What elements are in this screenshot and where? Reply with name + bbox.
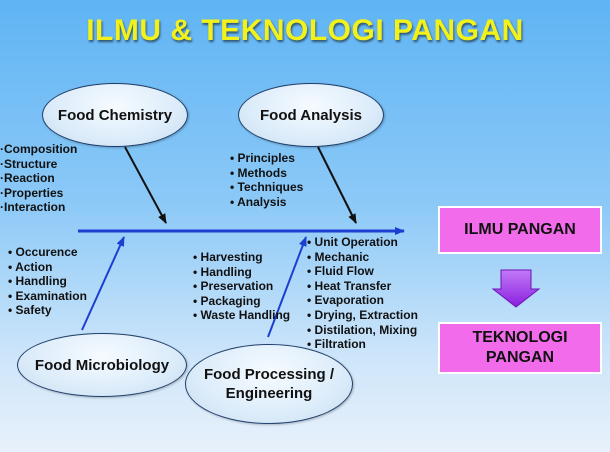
teknologi-pangan-label: TEKNOLOGI PANGAN (472, 328, 567, 368)
microbiology-topic-list: Occurence Action Handling Examination Sa… (8, 245, 87, 318)
food-microbiology-label: Food Microbiology (34, 356, 170, 374)
food-analysis-label: Food Analysis (260, 106, 362, 124)
list-item: Harvesting (193, 250, 290, 265)
list-item: Structure (0, 157, 77, 172)
food-microbiology-node: Food Microbiology (17, 333, 187, 397)
list-item: Mechanic (307, 250, 418, 265)
analysis-arrow (317, 146, 357, 224)
food-analysis-node: Food Analysis (238, 83, 384, 147)
down-arrow-icon (491, 269, 541, 308)
teknologi-pangan-label-line1: TEKNOLOGI (472, 329, 568, 346)
teknologi-pangan-box: TEKNOLOGI PANGAN (438, 322, 602, 374)
list-item: Composition (0, 142, 77, 157)
list-item: Properties (0, 186, 77, 201)
list-item: Unit Operation (307, 235, 418, 250)
processing-topic-list: Unit Operation Mechanic Fluid Flow Heat … (307, 235, 418, 352)
chemistry-topic-list: Composition Structure Reaction Propertie… (0, 142, 77, 215)
food-processing-node: Food Processing / Engineering (185, 344, 353, 424)
food-chemistry-label: Food Chemistry (57, 106, 173, 124)
teknologi-pangan-label-line2: PANGAN (485, 349, 555, 366)
list-item: Interaction (0, 200, 77, 215)
list-item: Fluid Flow (307, 264, 418, 279)
ilmu-pangan-label: ILMU PANGAN (464, 221, 576, 238)
chemistry-arrow (124, 146, 167, 224)
list-item: Distilation, Mixing (307, 323, 418, 338)
list-item: Evaporation (307, 293, 418, 308)
list-item: Action (8, 260, 87, 275)
list-item: Principles (230, 151, 303, 166)
page-title: ILMU & TEKNOLOGI PANGAN (86, 14, 524, 47)
list-item: Methods (230, 166, 303, 181)
food-chemistry-node: Food Chemistry (42, 83, 188, 147)
list-item: Filtration (307, 337, 418, 352)
list-item: Handling (8, 274, 87, 289)
list-item: Handling (193, 265, 290, 280)
list-item: Occurence (8, 245, 87, 260)
list-item: Preservation (193, 279, 290, 294)
food-processing-label: Food Processing / Engineering (204, 365, 334, 403)
ilmu-pangan-box: ILMU PANGAN (438, 206, 602, 254)
list-item: Examination (8, 289, 87, 304)
list-item: Reaction (0, 171, 77, 186)
food-processing-label-line2: Engineering (225, 385, 313, 402)
microbiology-arrow (81, 236, 125, 331)
list-item: Waste Handling (193, 308, 291, 323)
list-item: Heat Transfer (307, 279, 418, 294)
list-item: Packaging (193, 294, 290, 309)
food-processing-label-line1: Food Processing / (203, 366, 335, 383)
list-item: Safety (8, 303, 87, 318)
postharvest-topic-list: Harvesting Handling Preservation Packagi… (193, 250, 291, 323)
list-item: Techniques (230, 180, 304, 195)
list-item: Analysis (230, 195, 303, 210)
analysis-topic-list: Principles Methods Techniques Analysis (230, 151, 303, 209)
list-item: Drying, Extraction (307, 308, 418, 323)
